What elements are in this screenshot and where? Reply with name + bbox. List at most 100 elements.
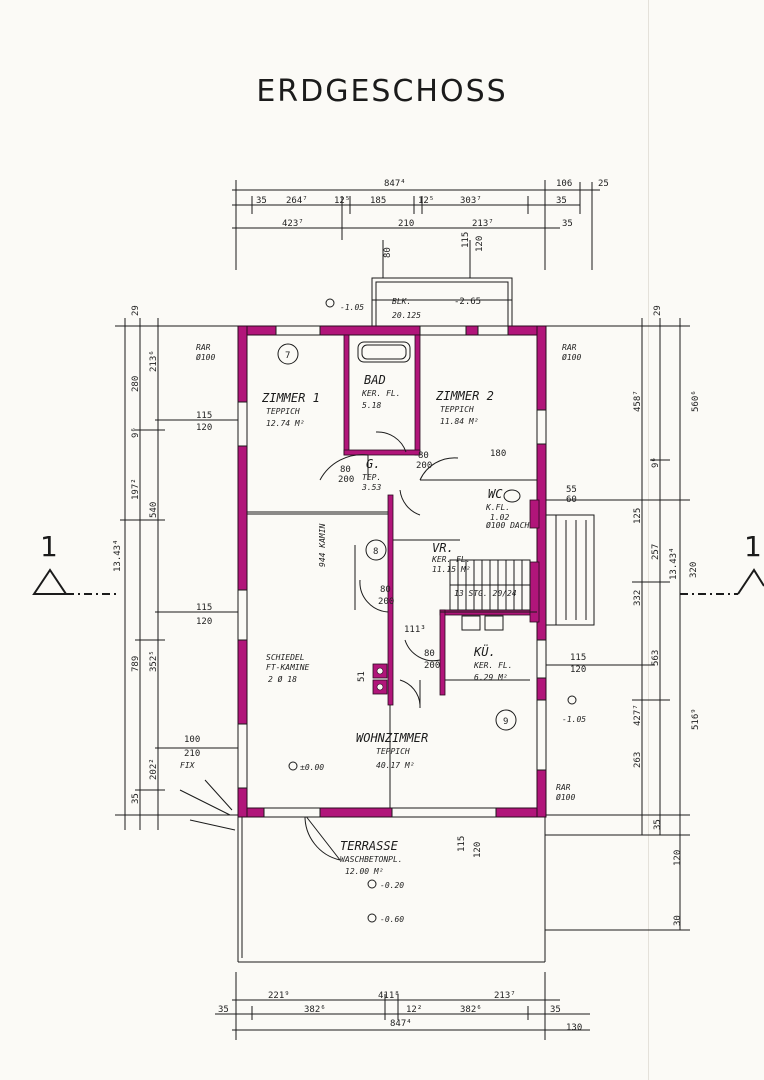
zimmer1-area: 12.74 M² xyxy=(266,419,305,428)
dim-left-280: 280 xyxy=(131,376,141,392)
terrace-name: TERRASSE xyxy=(340,839,399,853)
dim-right-60: 60 xyxy=(566,495,577,505)
zimmer2-floor: TEPPICH xyxy=(440,405,474,414)
g-floor: TEP. xyxy=(362,473,381,482)
dim-left-total: 13.43⁴ xyxy=(113,539,123,572)
dim-top-4237: 423⁷ xyxy=(282,219,304,229)
dim-right-30: 30 xyxy=(673,915,683,926)
dim-bot-2137: 213⁷ xyxy=(494,991,516,1001)
fix-label: FIX xyxy=(180,761,196,770)
dim-top-2647: 264⁷ xyxy=(286,196,308,206)
dim-bot-total: 847⁴ xyxy=(390,1019,412,1029)
dim-top-125a: 12⁵ xyxy=(334,196,350,206)
wc-floor: K.FL. xyxy=(485,503,510,512)
dim-in-200c: 200 xyxy=(378,597,394,607)
page-edge xyxy=(648,0,649,1080)
kue-area: 6.29 M² xyxy=(474,673,508,682)
dim-top-185: 185 xyxy=(370,196,386,206)
dim-left-120a: 120 xyxy=(196,423,212,433)
g-name: G. xyxy=(366,457,380,471)
dim-right-29: 29 xyxy=(653,305,663,316)
kamin-area: 2 Ø 18 xyxy=(268,674,297,684)
zimmer1-floor: TEPPICH xyxy=(266,407,300,416)
dim-left-540: 540 xyxy=(149,502,159,518)
dim-left-2136: 213⁶ xyxy=(149,350,159,372)
dim-right-332: 332 xyxy=(633,590,643,606)
dim-top-3037: 303⁷ xyxy=(460,196,482,206)
rar-tl-size: Ø100 xyxy=(196,352,215,362)
level-zero: ±0.00 xyxy=(300,763,324,772)
bad-area: 5.18 xyxy=(362,401,381,410)
dim-left-51: 51 xyxy=(357,671,367,682)
level-out1: -1.05 xyxy=(340,303,364,312)
dim-right-120: 120 xyxy=(673,850,683,866)
dim-left-29: 29 xyxy=(131,305,141,316)
bad-floor: KER. FL. xyxy=(361,389,401,398)
dim-left-3525: 352⁵ xyxy=(149,650,159,672)
dim-left-2022: 202² xyxy=(149,758,159,780)
dim-left-115a: 115 xyxy=(196,411,212,421)
terrace-area: 12.00 M² xyxy=(345,867,384,876)
dim-top-120: 120 xyxy=(475,236,485,252)
wc-name: WC xyxy=(488,487,503,501)
zimmer2-name: ZIMMER 2 xyxy=(435,389,494,403)
wohn-area: 40.17 M² xyxy=(376,761,415,770)
dim-right-120b: 120 xyxy=(570,665,586,675)
rar-br: RAR xyxy=(556,783,571,792)
balcony-area: 20.125 xyxy=(392,311,421,320)
dim-right-5606: 560⁶ xyxy=(691,390,701,412)
rar-tr: RAR xyxy=(562,343,577,352)
dim-in-200d: 200 xyxy=(424,661,440,671)
section-left: 1 xyxy=(40,530,58,563)
balcony-label: BLK. xyxy=(392,297,411,306)
dim-terr-120: 120 xyxy=(473,842,483,858)
level-terr1: -0.20 xyxy=(380,881,404,890)
terrace-floor: WASCHBETONPL. xyxy=(340,855,403,864)
kue-name: KÜ. xyxy=(473,643,496,659)
kue-floor: KER. FL. xyxy=(473,661,513,670)
dach-label: Ø100 DACH xyxy=(486,520,530,530)
dim-bot-122: 12² xyxy=(406,1005,422,1015)
dim-terr-115: 115 xyxy=(457,836,467,852)
dim-left-96: 9⁶ xyxy=(131,427,141,438)
dim-right-35: 35 xyxy=(653,819,663,830)
dim-right-4277: 427⁷ xyxy=(633,704,643,726)
dim-top-106: 106 xyxy=(556,179,572,189)
wohn-name: WOHNZIMMER xyxy=(356,731,428,745)
dim-left-120b: 120 xyxy=(196,617,212,627)
dim-right-320: 320 xyxy=(689,562,699,578)
dim-right-263: 263 xyxy=(633,752,643,768)
dim-top-80: 80 xyxy=(383,247,393,258)
dim-top-total: 847⁴ xyxy=(384,179,406,189)
dim-bot-3826b: 382⁶ xyxy=(460,1005,482,1015)
rar-tl: RAR xyxy=(196,343,211,352)
dim-top-35b: 35 xyxy=(556,196,567,206)
dim-in-180: 180 xyxy=(490,449,506,459)
kamin-floor: FT-KAMINE xyxy=(266,663,310,672)
level-out2: -1.05 xyxy=(562,715,586,724)
dim-in-1113: 111³ xyxy=(404,625,426,635)
kamin-name: SCHIEDEL xyxy=(266,653,305,662)
vr-name: VR. xyxy=(432,541,454,555)
dim-bot-35a: 35 xyxy=(218,1005,229,1015)
dim-right-257: 257 xyxy=(651,544,661,560)
kamin-shaft-label: 944 KAMIN xyxy=(318,523,327,567)
page-title: ERDGESCHOSS xyxy=(256,74,508,109)
dim-left-100: 100 xyxy=(184,735,200,745)
dim-right-115: 115 xyxy=(570,653,586,663)
dim-top-115: 115 xyxy=(461,232,471,248)
dim-right-563: 563 xyxy=(651,650,661,666)
rar-br-size: Ø100 xyxy=(556,792,575,802)
dim-right-4587: 458⁷ xyxy=(633,390,643,412)
marker-8: 8 xyxy=(373,547,378,557)
balcony-level: -2.65 xyxy=(454,297,481,307)
dim-left-115b: 115 xyxy=(196,603,212,613)
dim-top-25: 25 xyxy=(598,179,609,189)
rar-tr-size: Ø100 xyxy=(562,352,581,362)
marker-9: 9 xyxy=(503,717,508,727)
section-right: 1 xyxy=(744,530,762,563)
vr-floor: KER. FL. xyxy=(431,555,471,564)
marker-7: 7 xyxy=(285,351,290,361)
dim-top-35a: 35 xyxy=(256,196,267,206)
